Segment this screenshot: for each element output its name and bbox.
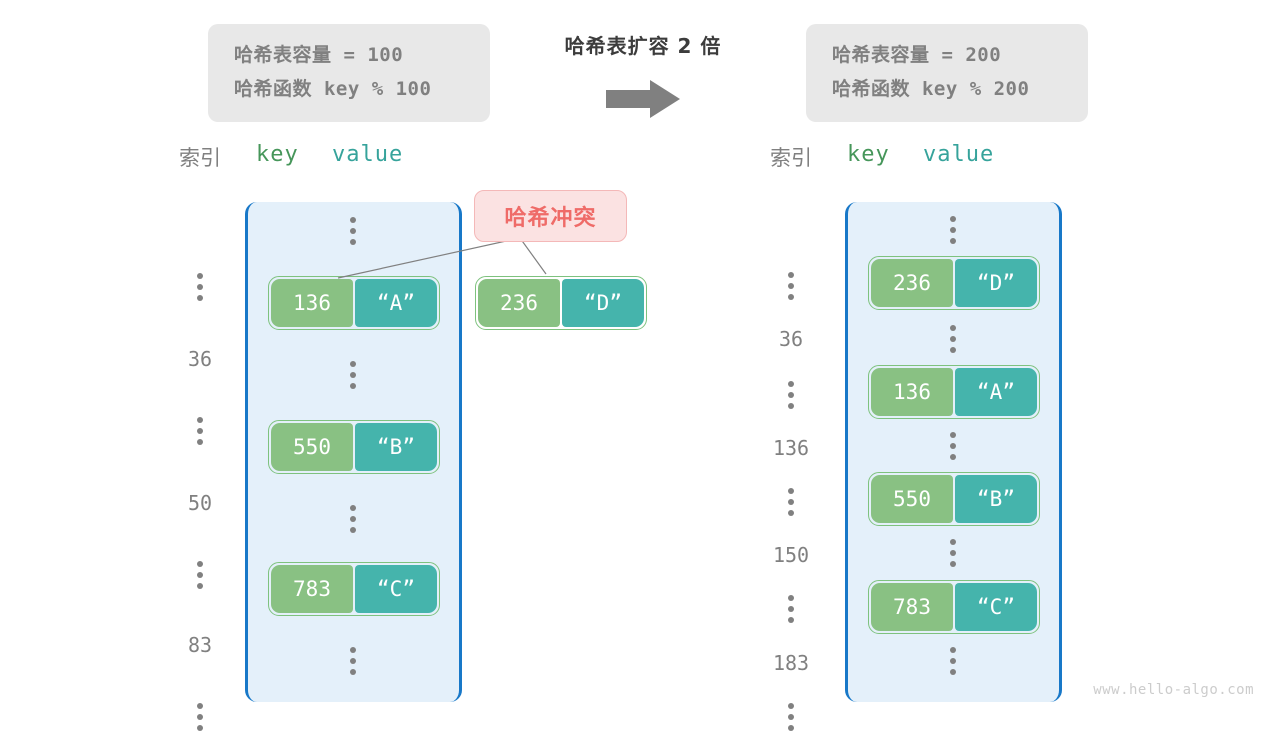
hash-table-info-after: 哈希表容量 = 200 哈希函数 key % 200 (806, 24, 1088, 122)
kv-key: 136 (871, 368, 953, 416)
hash-function-line-before: 哈希函数 key % 100 (234, 78, 432, 100)
kv-pair: 136“A” (868, 365, 1040, 419)
bucket-ellipsis (950, 216, 958, 244)
header-key-label-after: key (847, 142, 890, 167)
index-label: 136 (772, 436, 810, 460)
index-label: 183 (772, 651, 810, 675)
right-arrow-icon (606, 80, 680, 118)
kv-value: “D” (955, 259, 1037, 307)
header-index-label: 索引 (179, 146, 221, 170)
index-ellipsis (788, 595, 796, 623)
kv-pair: 550“B” (868, 472, 1040, 526)
index-label: 150 (772, 543, 810, 567)
index-label: 50 (187, 491, 213, 515)
hash-collision-badge: 哈希冲突 (474, 190, 627, 242)
header-index-label-after: 索引 (770, 146, 812, 170)
capacity-line-after: 哈希表容量 = 200 (832, 44, 1002, 66)
kv-pair: 783“C” (868, 580, 1040, 634)
bucket-container-before: 136“A” 550“B” 783“C” (245, 202, 462, 702)
kv-value: “A” (355, 279, 437, 327)
index-ellipsis (197, 561, 205, 589)
kv-key: 550 (871, 475, 953, 523)
kv-value: “C” (355, 565, 437, 613)
hash-function-line-after: 哈希函数 key % 200 (832, 78, 1030, 100)
kv-pair: 136“A” (268, 276, 440, 330)
index-ellipsis (788, 703, 796, 731)
bucket-ellipsis (950, 432, 958, 460)
header-value-label: value (332, 142, 404, 167)
page-title: 哈希表扩容 2 倍 (564, 34, 722, 58)
index-ellipsis (788, 488, 796, 516)
index-label: 36 (187, 347, 213, 371)
index-label: 83 (187, 633, 213, 657)
header-key-label: key (256, 142, 299, 167)
kv-pair: 236“D” (868, 256, 1040, 310)
kv-pair: 550“B” (268, 420, 440, 474)
kv-value: “A” (955, 368, 1037, 416)
index-ellipsis (788, 272, 796, 300)
kv-key: 550 (271, 423, 353, 471)
table-header-before: 索引 key value (164, 142, 464, 182)
kv-value: “C” (955, 583, 1037, 631)
bucket-ellipsis (950, 325, 958, 353)
kv-pair: 236 “D” (475, 276, 647, 330)
kv-key: 136 (271, 279, 353, 327)
bucket-ellipsis (350, 217, 358, 245)
index-ellipsis (197, 703, 205, 731)
bucket-container-after: 236“D” 136“A” 550“B” 783“C” (845, 202, 1062, 702)
kv-value: “B” (955, 475, 1037, 523)
index-ellipsis (197, 273, 205, 301)
index-label: 36 (778, 327, 804, 351)
kv-value: “D” (562, 279, 644, 327)
index-ellipsis (788, 381, 796, 409)
bucket-ellipsis (350, 647, 358, 675)
bucket-ellipsis (350, 505, 358, 533)
bucket-ellipsis (950, 539, 958, 567)
bucket-ellipsis (950, 647, 958, 675)
kv-pair: 783“C” (268, 562, 440, 616)
kv-key: 236 (871, 259, 953, 307)
header-value-label-after: value (923, 142, 995, 167)
kv-key: 783 (271, 565, 353, 613)
hash-table-before: 索引 key value 36 50 83 136“A” 550“B” 783“C” (164, 142, 464, 731)
kv-key: 783 (871, 583, 953, 631)
kv-key: 236 (478, 279, 560, 327)
index-ellipsis (197, 417, 205, 445)
watermark: www.hello-algo.com (1093, 682, 1254, 698)
kv-value: “B” (355, 423, 437, 471)
table-header-after: 索引 key value (755, 142, 1065, 182)
capacity-line-before: 哈希表容量 = 100 (234, 44, 404, 66)
hash-table-info-before: 哈希表容量 = 100 哈希函数 key % 100 (208, 24, 490, 122)
bucket-ellipsis (350, 361, 358, 389)
